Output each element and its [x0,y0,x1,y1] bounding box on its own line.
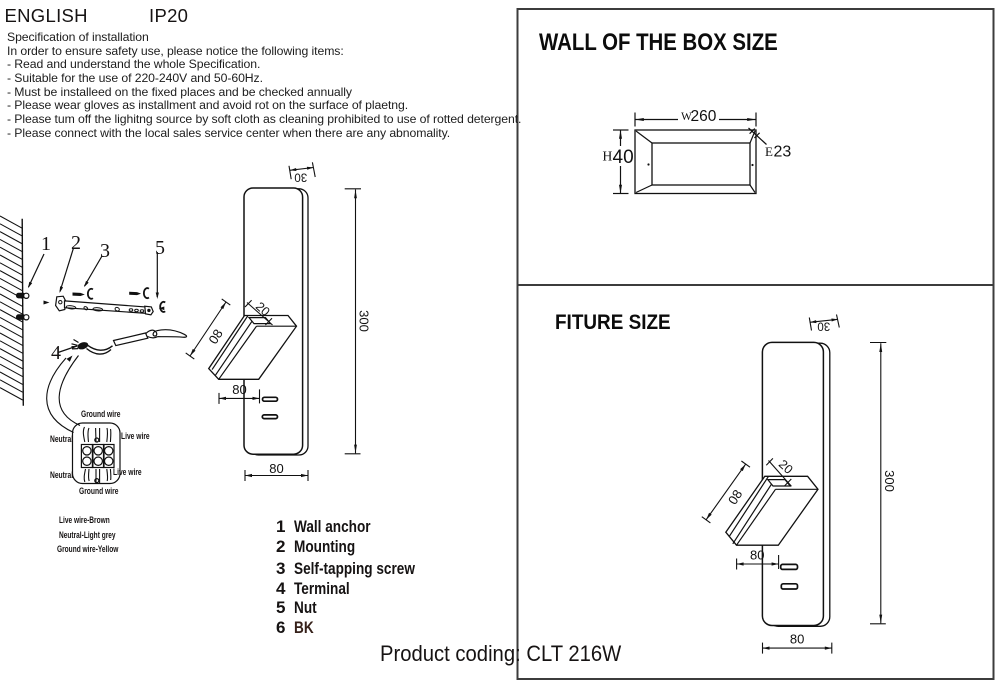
svg-text:30: 30 [294,171,307,183]
svg-text:08: 08 [725,487,745,507]
svg-text:80: 80 [790,631,804,646]
svg-text:23: 23 [774,144,792,161]
svg-text:08: 08 [205,326,225,346]
svg-text:W: W [681,111,692,123]
svg-text:80: 80 [269,461,283,476]
svg-text:80: 80 [232,382,246,397]
svg-text:260: 260 [691,108,717,125]
svg-text:80: 80 [750,548,764,563]
svg-text:30: 30 [817,319,830,331]
svg-text:300: 300 [882,470,897,492]
svg-text:E: E [765,144,773,159]
svg-text:300: 300 [357,310,372,332]
svg-text:H: H [603,149,613,164]
svg-text:40: 40 [613,147,634,168]
